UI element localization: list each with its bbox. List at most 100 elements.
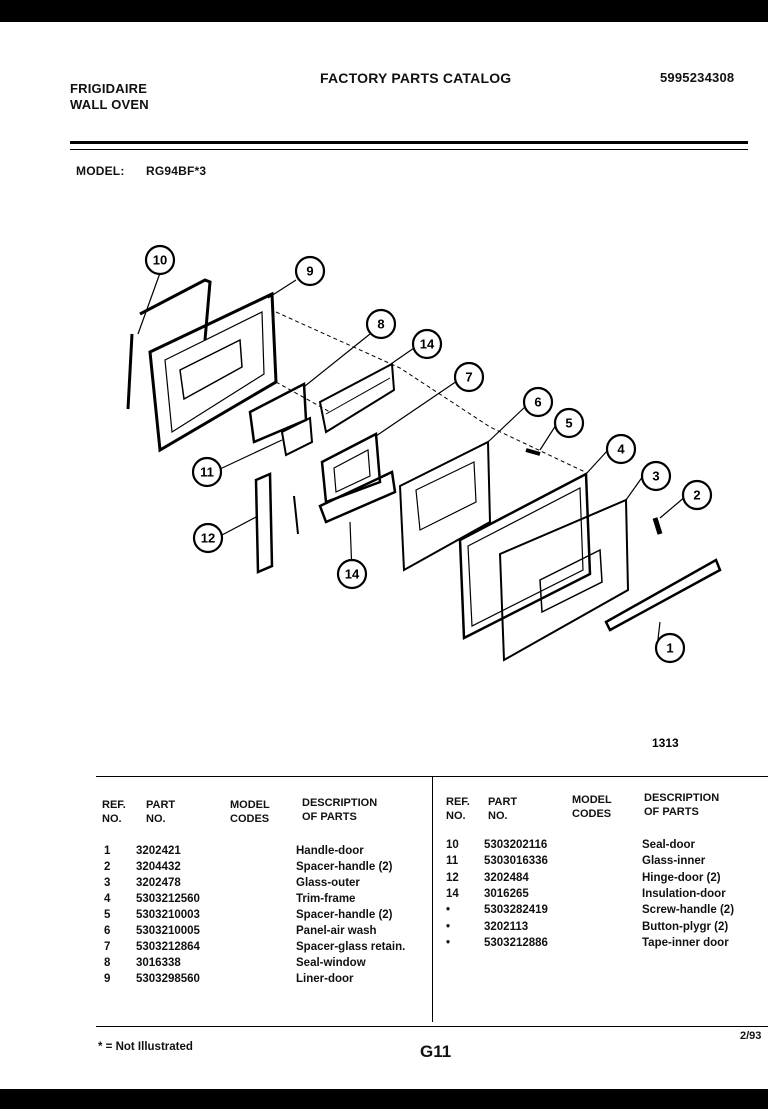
callout-5: 5: [553, 407, 585, 439]
ref-no-cell: •: [446, 920, 451, 933]
callout-label: 14: [420, 337, 435, 352]
ref-no-cell: 10: [446, 839, 459, 851]
part-no-cell: 5303210003: [136, 909, 200, 921]
header-rule-thick: [70, 141, 748, 144]
callout-label: 11: [200, 465, 214, 480]
callout-label: 9: [306, 264, 313, 279]
callout-label: 6: [534, 395, 541, 410]
description-cell: Glass-outer: [296, 877, 360, 889]
hdr-description-left: DESCRIPTION OF PARTS: [302, 797, 378, 823]
callout-4: 4: [605, 433, 637, 465]
callout-2: 2: [681, 479, 713, 511]
table-divider: [432, 777, 433, 1022]
part-no-cell: 3016338: [136, 957, 181, 969]
callout-8: 8: [365, 308, 397, 340]
part-no-cell: 5303212886: [484, 936, 548, 949]
callout-14-bottom: 14: [336, 558, 368, 590]
product-type: WALL OVEN: [70, 97, 149, 112]
hdr-ref-no-right: REF. NO.: [446, 796, 470, 822]
description-cell: Seal-door: [642, 839, 696, 851]
part-spacer-handle: [525, 448, 541, 456]
callout-3: 3: [640, 460, 672, 492]
callout-label: 1: [666, 641, 673, 656]
part-seal-door: [126, 278, 212, 410]
ref-no-cell: 2: [104, 861, 111, 873]
description-cell: Trim-frame: [296, 893, 356, 905]
part-no-cell: 5303016336: [484, 855, 548, 868]
table-row: • 5303282419 Screw-handle (2): [446, 904, 768, 920]
description-cell: Insulation-door: [642, 887, 726, 900]
part-handle-door: [604, 558, 722, 632]
description-cell: Glass-inner: [642, 855, 706, 868]
description-cell: Button-plygr (2): [642, 920, 729, 933]
brand-name: FRIGIDAIRE: [70, 81, 148, 96]
part-no-cell: 5303212560: [136, 893, 200, 905]
ref-no-cell: 1: [104, 845, 111, 857]
part-no-cell: 5303282419: [484, 904, 548, 917]
callout-label: 12: [201, 531, 215, 546]
model-value: RG94BF*3: [146, 164, 207, 178]
part-no-cell: 3202421: [136, 845, 181, 857]
description-cell: Panel-air wash: [296, 925, 377, 937]
table-top-rule: [96, 776, 768, 777]
table-row: 3 3202478 Glass-outer: [104, 877, 434, 893]
part-no-cell: 5303212864: [136, 941, 200, 953]
part-glass-outer: [498, 498, 630, 662]
callout-label: 8: [377, 317, 384, 332]
description-cell: Screw-handle (2): [642, 904, 735, 917]
ref-no-cell: 3: [104, 877, 111, 889]
callout-6: 6: [522, 386, 554, 418]
description-cell: Spacer-handle (2): [296, 861, 393, 873]
catalog-title: FACTORY PARTS CATALOG: [320, 70, 512, 86]
callout-7: 7: [453, 361, 485, 393]
description-cell: Spacer-glass retain.: [296, 941, 406, 953]
table-row: 10 5303202116 Seal-door: [446, 839, 768, 855]
part-no-cell: 5303202116: [484, 839, 548, 851]
table-row: 8 3016338 Seal-window: [104, 957, 434, 973]
part-glass-inner: [280, 416, 314, 457]
part-trim-frame: [458, 471, 592, 640]
hdr-model-codes-right: MODEL CODES: [572, 794, 612, 820]
part-no-cell: 3202484: [484, 871, 529, 884]
description-cell: Liner-door: [296, 973, 354, 985]
parts-catalog-page: FRIGIDAIRE WALL OVEN FACTORY PARTS CATAL…: [0, 22, 768, 1089]
header-rule-thin: [70, 149, 748, 150]
ref-no-cell: 6: [104, 925, 111, 937]
revision-date: 2/93: [740, 1030, 762, 1042]
part-no-cell: 3204432: [136, 861, 181, 873]
table-row: 6 5303210005 Panel-air wash: [104, 925, 434, 941]
ref-no-cell: 9: [104, 973, 111, 985]
callout-11: 11: [191, 456, 223, 488]
catalog-number: 5995234308: [660, 70, 735, 85]
callout-label: 10: [153, 253, 167, 268]
table-row: 2 3204432 Spacer-handle (2): [104, 861, 434, 877]
part-panel-airwash: [398, 440, 492, 572]
hdr-part-no-right: PART NO.: [488, 796, 518, 822]
part-no-cell: 5303298560: [136, 973, 200, 985]
part-no-cell: 3016265: [484, 887, 529, 900]
callout-1: 1: [654, 632, 686, 664]
callouts: 10 9 8 14 7 6 5 4 3 2 1 11 12 14: [144, 244, 713, 664]
ref-no-cell: •: [446, 904, 451, 917]
callout-label: 5: [565, 416, 572, 431]
callout-label: 7: [465, 370, 472, 385]
figure-number: 1313: [652, 736, 679, 750]
part-no-cell: 3202478: [136, 877, 181, 889]
callout-10: 10: [144, 244, 176, 276]
description-cell: Seal-window: [296, 957, 366, 969]
exploded-parts-diagram: 10 9 8 14 7 6 5 4 3 2 1 11 12 14: [126, 244, 722, 664]
ref-no-cell: 8: [104, 957, 111, 969]
description-cell: Tape-inner door: [642, 936, 729, 949]
description-cell: Spacer-handle (2): [296, 909, 393, 921]
part-no-cell: 3202113: [484, 920, 529, 933]
part-no-cell: 5303210005: [136, 925, 200, 937]
ref-no-cell: 11: [446, 855, 459, 868]
part-spacer: [652, 517, 663, 535]
callout-label: 14: [345, 567, 360, 582]
model-label: MODEL:: [76, 164, 125, 178]
